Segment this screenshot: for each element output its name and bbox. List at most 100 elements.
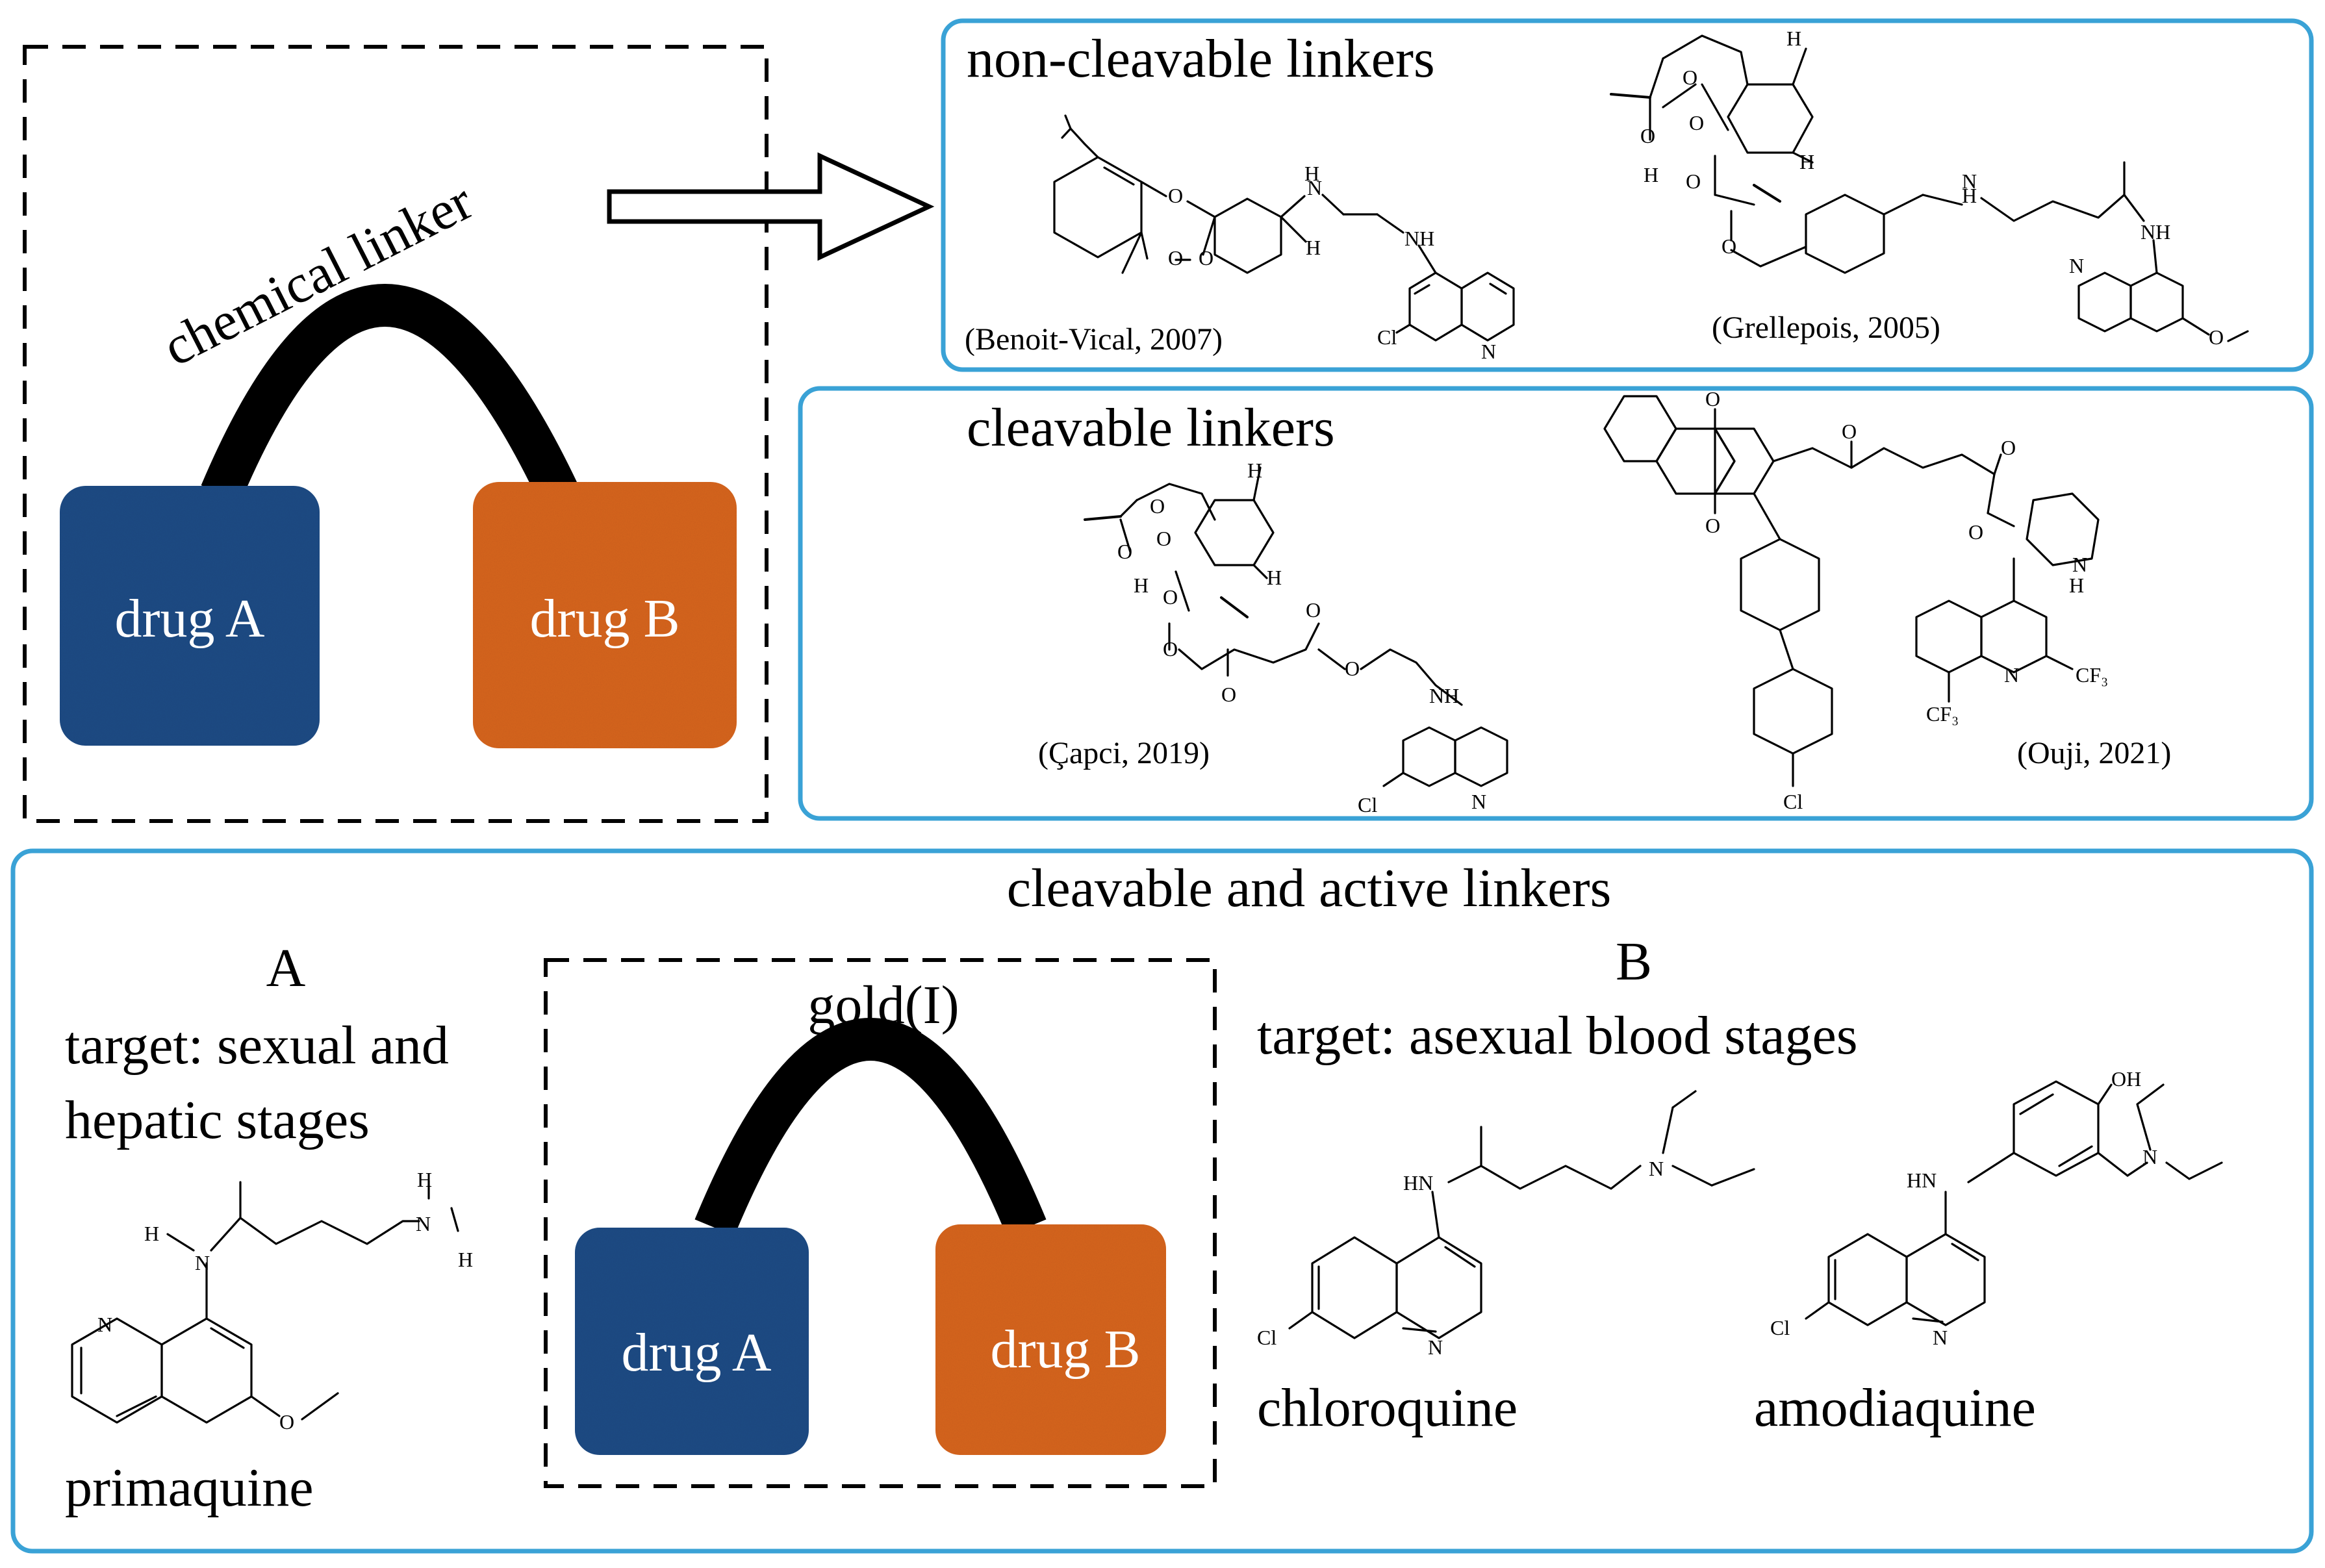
svg-text:N: N (2069, 254, 2084, 277)
svg-text:H: H (1962, 184, 1977, 207)
chloroquine-structure: HN N N Cl (1257, 1090, 1755, 1359)
svg-text:O: O (1168, 184, 1183, 207)
drug-b-label: drug B (530, 588, 680, 649)
svg-text:OH: OH (2111, 1067, 2141, 1091)
svg-text:O: O (1640, 124, 1655, 147)
svg-text:NH: NH (1429, 684, 1459, 707)
svg-text:O: O (2001, 436, 2016, 459)
svg-text:O: O (1163, 585, 1178, 609)
capci-ref: (Çapci, 2019) (1038, 736, 1210, 770)
svg-text:Cl: Cl (1257, 1326, 1277, 1349)
gold-linker-dashed-frame (544, 958, 1217, 1488)
svg-text:N: N (2142, 1145, 2157, 1169)
svg-text:H: H (1306, 236, 1321, 259)
svg-text:O: O (2209, 325, 2224, 349)
svg-text:O: O (1150, 494, 1165, 518)
svg-text:O: O (1722, 234, 1736, 258)
svg-text:N: N (1962, 170, 1977, 193)
svg-text:O: O (1163, 637, 1178, 661)
svg-text:H: H (2069, 574, 2084, 597)
svg-text:N: N (195, 1251, 210, 1274)
capci-structure: O O O O O O O O H H H NH Cl N (1084, 459, 1508, 816)
svg-text:N: N (1933, 1326, 1948, 1349)
gold-linker-arc (694, 1018, 1047, 1236)
svg-text:H: H (1644, 163, 1658, 186)
svg-text:N: N (97, 1313, 112, 1336)
svg-text:N: N (1649, 1157, 1664, 1180)
chemical-linker-arc (201, 284, 578, 503)
svg-text:O: O (1683, 66, 1697, 89)
svg-text:O: O (1345, 657, 1360, 680)
active-drug-b-label: drug B (991, 1319, 1141, 1380)
chloroquine-label: chloroquine (1257, 1378, 1518, 1438)
svg-text:N: N (1481, 340, 1496, 363)
drug-b-box (473, 482, 737, 748)
svg-text:Cl: Cl (1783, 790, 1803, 813)
primaquine-structure: H N N H H N O (71, 1168, 473, 1434)
svg-text:H: H (144, 1222, 159, 1245)
svg-text:N: N (1428, 1335, 1443, 1359)
svg-text:N: N (2072, 553, 2087, 576)
cleavable-panel (798, 386, 2314, 821)
benoit-vical-ref: (Benoit-Vical, 2007) (965, 322, 1223, 357)
active-drug-a-label: drug A (622, 1322, 772, 1383)
svg-text:O: O (1156, 527, 1171, 550)
svg-text:N: N (2004, 663, 2019, 687)
svg-text:H: H (1786, 27, 1801, 50)
svg-text:CF₃: CF₃ (1926, 702, 1959, 726)
section-b-target: target: asexual blood stages (1257, 1005, 1858, 1066)
section-a-letter: A (266, 938, 306, 998)
svg-text:O: O (1968, 520, 1983, 544)
svg-text:H: H (1267, 566, 1282, 589)
section-b-letter: B (1616, 931, 1652, 992)
svg-text:O: O (1705, 387, 1720, 411)
svg-text:N: N (416, 1212, 431, 1235)
svg-text:O: O (1689, 111, 1704, 134)
svg-text:HN: HN (1907, 1169, 1937, 1192)
left-dashed-frame (23, 45, 769, 823)
svg-text:CF₃: CF₃ (2076, 663, 2108, 687)
cleavable-active-title: cleavable and active linkers (1007, 858, 1612, 918)
svg-text:N: N (1307, 176, 1322, 199)
active-drug-b-box (935, 1224, 1166, 1455)
svg-text:Cl: Cl (1377, 325, 1397, 349)
active-drug-a-box (575, 1228, 809, 1455)
non-cleavable-title: non-cleavable linkers (967, 29, 1435, 89)
svg-text:O: O (1168, 246, 1183, 270)
section-a-target-line2: hepatic stages (65, 1090, 370, 1150)
svg-text:H: H (458, 1248, 473, 1271)
section-a-target-line1: target: sexual and (65, 1015, 449, 1076)
grellepois-structure: O O O O O H H H H N NH N O (1610, 27, 2249, 349)
svg-text:O: O (1117, 540, 1132, 563)
svg-text:NH: NH (2141, 220, 2170, 244)
svg-text:H: H (417, 1168, 432, 1191)
drug-a-box (60, 486, 320, 746)
svg-text:H: H (1304, 162, 1319, 185)
svg-text:H: H (1247, 459, 1262, 482)
svg-text:H: H (1799, 150, 1814, 173)
ouji-ref: (Ouji, 2021) (2017, 736, 2171, 770)
svg-text:Cl: Cl (1770, 1316, 1790, 1339)
svg-text:HN: HN (1403, 1171, 1433, 1195)
svg-text:O: O (279, 1410, 294, 1434)
svg-text:Cl: Cl (1358, 793, 1377, 816)
grellepois-ref: (Grellepois, 2005) (1712, 310, 1940, 345)
svg-text:O: O (1842, 420, 1857, 443)
right-arrow-icon (607, 152, 935, 261)
svg-text:O: O (1686, 170, 1701, 193)
amodiaquine-label: amodiaquine (1754, 1378, 2036, 1438)
non-cleavable-panel (941, 18, 2314, 372)
svg-text:H: H (1134, 574, 1149, 597)
svg-text:NH: NH (1404, 227, 1434, 250)
drug-a-label: drug A (115, 588, 265, 649)
gold-linker-label: gold(I) (807, 975, 959, 1035)
svg-text:O: O (1705, 514, 1720, 537)
cleavable-title: cleavable linkers (967, 398, 1335, 458)
svg-text:O: O (1199, 246, 1213, 270)
benoit-vical-structure: O O O N H H NH Cl N (1053, 114, 1515, 363)
cleavable-active-panel (10, 848, 2314, 1554)
amodiaquine-structure: OH N HN N Cl (1770, 1067, 2223, 1349)
svg-text:O: O (1221, 683, 1236, 706)
ouji-structure: O O O O O N H N CF₃ CF₃ Cl (1603, 387, 2108, 813)
